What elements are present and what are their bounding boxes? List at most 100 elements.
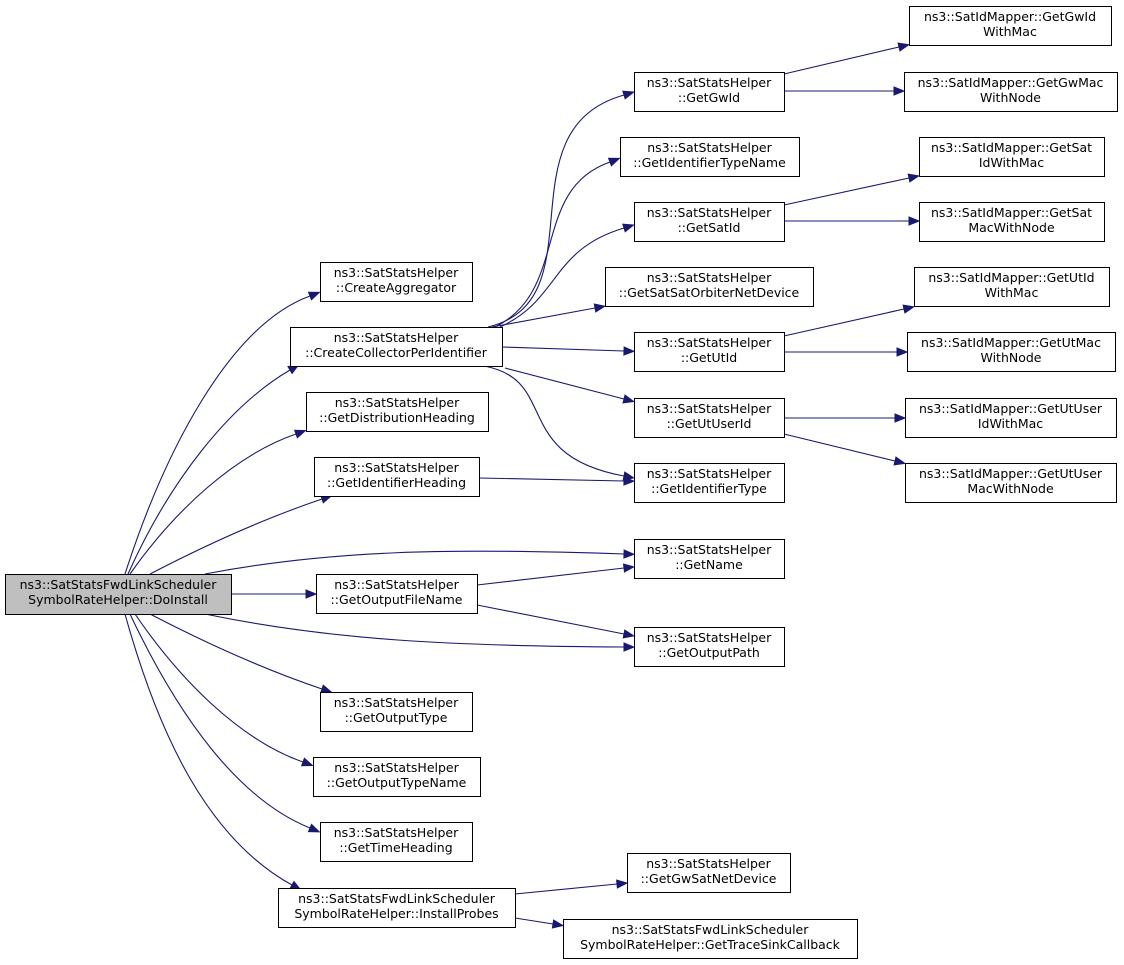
node-get-name[interactable]: ns3::SatStatsHelper::GetName	[634, 539, 785, 579]
node-label-line: IdWithMac	[978, 416, 1043, 431]
node-box	[905, 398, 1117, 438]
node-create-collector-per-identifier[interactable]: ns3::SatStatsHelper::CreateCollectorPerI…	[290, 327, 503, 367]
node-get-output-path[interactable]: ns3::SatStatsHelper::GetOutputPath	[634, 627, 785, 667]
node-label-line: ns3::SatStatsHelper	[647, 270, 772, 285]
edge-line	[501, 346, 625, 352]
node-label-line: MacWithNode	[967, 481, 1054, 496]
node-get-identifier-type[interactable]: ns3::SatStatsHelper::GetIdentifierType	[634, 463, 785, 503]
edge-line	[134, 613, 304, 763]
node-label-line: ns3::SatIdMapper::GetUtId	[928, 270, 1094, 285]
node-get-time-heading[interactable]: ns3::SatStatsHelper::GetTimeHeading	[320, 822, 473, 862]
node-box	[278, 888, 516, 928]
node-get-trace-sink-callback[interactable]: ns3::SatStatsFwdLinkSchedulerSymbolRateH…	[563, 919, 858, 959]
node-label-line: ns3::SatIdMapper::GetUtUser	[919, 466, 1103, 481]
edge-do-install-to-create-aggregator	[124, 291, 321, 575]
edge-do-install-to-get-output-type-name	[134, 613, 314, 767]
node-label-line: ns3::SatStatsHelper	[647, 542, 772, 557]
node-get-identifier-heading[interactable]: ns3::SatStatsHelper::GetIdentifierHeadin…	[314, 457, 480, 497]
node-install-probes[interactable]: ns3::SatStatsFwdLinkSchedulerSymbolRateH…	[278, 888, 516, 928]
edge-install-probes-to-get-gw-sat-net-device	[514, 879, 629, 895]
node-get-distribution-heading[interactable]: ns3::SatStatsHelper::GetDistributionHead…	[306, 392, 489, 432]
node-label-line: WithNode	[980, 90, 1041, 105]
edge-line	[783, 46, 900, 75]
arrowhead-icon	[307, 823, 321, 833]
edge-line	[491, 307, 596, 328]
node-label-line: ns3::SatStatsFwdLinkScheduler	[612, 922, 810, 937]
edge-create-collector-per-identifier-to-get-sat-id	[499, 223, 635, 328]
node-label-line: ::GetGwId	[678, 90, 740, 105]
edge-line	[783, 177, 910, 206]
node-get-identifier-type-name[interactable]: ns3::SatStatsHelper::GetIdentifierTypeNa…	[620, 137, 800, 177]
node-box	[919, 137, 1105, 177]
arrowhead-icon	[623, 476, 636, 486]
node-box	[634, 202, 785, 242]
node-label-line: ::GetName	[675, 557, 743, 572]
edge-create-collector-per-identifier-to-get-ut-user-id	[504, 367, 635, 404]
edge-line	[478, 477, 625, 482]
node-box	[909, 6, 1112, 46]
edge-line	[127, 369, 291, 575]
node-create-aggregator[interactable]: ns3::SatStatsHelper::CreateAggregator	[320, 262, 473, 302]
node-get-output-file-name[interactable]: ns3::SatStatsHelper::GetOutputFileName	[316, 574, 478, 614]
node-label-line: ns3::SatStatsHelper	[334, 460, 459, 475]
node-label-line: ns3::SatStatsHelper	[647, 466, 772, 481]
node-get-output-type[interactable]: ns3::SatStatsHelper::GetOutputType	[320, 692, 473, 732]
arrowhead-icon	[300, 757, 314, 767]
node-label-line: ns3::SatStatsFwdLinkScheduler	[298, 891, 496, 906]
edge-line	[783, 433, 896, 462]
node-label-line: ::GetIdentifierType	[651, 481, 767, 496]
edge-install-probes-to-get-trace-sink-callback	[514, 917, 565, 929]
node-label-line: ::CreateCollectorPerIdentifier	[305, 345, 488, 360]
node-box	[634, 332, 785, 372]
node-label-line: ns3::SatStatsHelper	[647, 335, 772, 350]
edge-line	[504, 367, 625, 400]
node-get-ut-id[interactable]: ns3::SatStatsHelper::GetUtId	[634, 332, 785, 372]
node-label-line: ns3::SatStatsFwdLinkScheduler	[20, 577, 218, 592]
node-get-sat-id[interactable]: ns3::SatStatsHelper::GetSatId	[634, 202, 785, 242]
node-get-sat-sat-orbiter-net-device[interactable]: ns3::SatStatsHelper::GetSatSatOrbiterNet…	[605, 267, 814, 307]
node-do-install[interactable]: ns3::SatStatsFwdLinkSchedulerSymbolRateH…	[5, 574, 232, 615]
node-get-gw-id[interactable]: ns3::SatStatsHelper::GetGwId	[634, 72, 785, 112]
node-label-line: ns3::SatStatsHelper	[334, 825, 459, 840]
node-label-line: ::GetSatId	[678, 220, 741, 235]
edges-layer	[124, 42, 921, 929]
node-box	[627, 853, 791, 893]
node-label-line: ns3::SatStatsHelper	[334, 265, 459, 280]
node-get-gw-sat-net-device[interactable]: ns3::SatStatsHelper::GetGwSatNetDevice	[627, 853, 791, 893]
node-box	[634, 398, 785, 438]
node-label-line: ns3::SatIdMapper::GetUtMac	[921, 335, 1101, 350]
edge-line	[129, 433, 297, 575]
node-label-line: ::GetDistributionHeading	[319, 410, 475, 425]
edge-line	[514, 883, 618, 895]
node-get-ut-user-id[interactable]: ns3::SatStatsHelper::GetUtUserId	[634, 398, 785, 438]
arrowhead-icon	[894, 413, 907, 423]
node-label-line: ns3::SatStatsHelper	[334, 695, 459, 710]
node-box	[5, 574, 232, 615]
node-label-line: ::GetOutputPath	[658, 645, 760, 660]
edge-line	[129, 613, 311, 829]
edge-line	[149, 613, 323, 690]
arrowhead-icon	[616, 879, 629, 889]
edge-line	[149, 498, 323, 575]
node-box	[634, 539, 785, 579]
arrowhead-icon	[623, 642, 636, 652]
arrowhead-icon	[623, 346, 636, 356]
edge-get-output-file-name-to-get-name	[476, 563, 636, 586]
node-get-output-type-name[interactable]: ns3::SatStatsHelper::GetOutputTypeName	[313, 757, 481, 797]
edge-get-ut-id-to-get-ut-id-with-mac	[783, 304, 916, 337]
edge-line	[124, 613, 293, 886]
node-label-line: ns3::SatIdMapper::GetGwId	[924, 9, 1096, 24]
node-label-line: ::CreateAggregator	[336, 280, 457, 295]
edge-do-install-to-get-identifier-heading	[149, 494, 333, 575]
node-box	[313, 757, 481, 797]
node-label-line: SymbolRateHelper::DoInstall	[28, 592, 208, 607]
